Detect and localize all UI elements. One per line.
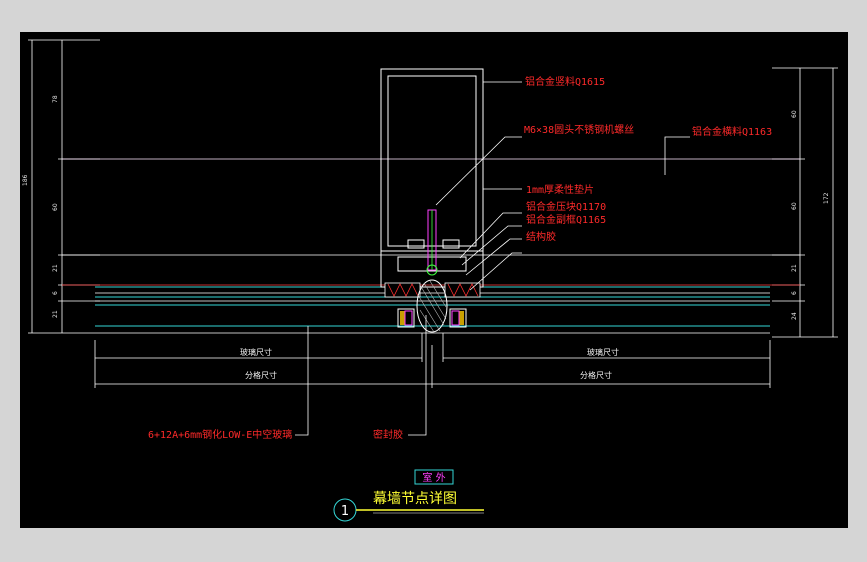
label-pressure-plate: 铝合金压块Q1170 [526, 200, 606, 213]
label-glass: 6+12A+6mm钢化LOW-E中空玻璃 [148, 428, 292, 441]
detail-number: 1 [341, 504, 349, 519]
leader-lines [295, 81, 690, 436]
dim-left-4: 6 [52, 291, 59, 295]
screw [426, 209, 438, 276]
dim-right-4: 6 [791, 291, 798, 295]
exterior-label: 室 外 [422, 471, 445, 484]
grid-size-right: 分格尺寸 [580, 370, 612, 380]
glass-size-left: 玻璃尺寸 [240, 347, 272, 357]
glass-panes [95, 286, 770, 334]
dim-right-total: 172 [823, 192, 830, 204]
drawing-title: 幕墙节点详图 [373, 491, 457, 507]
gasket-blocks [384, 282, 481, 298]
dim-left-total: 186 [22, 174, 29, 186]
dim-right-3: 21 [791, 264, 798, 272]
label-cover: 铝合金副框Q1165 [526, 213, 606, 226]
label-structural-glue: 结构胶 [526, 230, 556, 243]
width-dimensions [94, 333, 771, 388]
label-screw: M6×38圆头不锈钢机螺丝 [524, 123, 634, 136]
dim-left-2: 60 [52, 203, 59, 211]
dim-right-2: 60 [791, 202, 798, 210]
label-sealant: 密封胶 [373, 428, 403, 441]
label-mullion: 铝合金竖料Q1615 [525, 75, 605, 88]
dim-right-5: 24 [791, 312, 798, 320]
transom-lines [62, 158, 800, 302]
dim-right-1: 60 [791, 110, 798, 118]
sealant-joint [416, 279, 448, 333]
grid-size-left: 分格尺寸 [245, 370, 277, 380]
cad-drawing-canvas: 186 78 60 21 6 21 172 60 60 21 6 24 [20, 32, 848, 528]
dim-left-5: 21 [52, 310, 59, 318]
label-transom: 铝合金横料Q1163 [692, 125, 772, 138]
exterior-tag-box [414, 469, 454, 485]
dim-left-3: 21 [52, 264, 59, 272]
glass-size-right: 玻璃尺寸 [587, 347, 619, 357]
spacer-bars [397, 308, 467, 328]
dim-left-1: 78 [52, 95, 59, 103]
left-dimension-chain [28, 39, 100, 334]
label-pad: 1mm厚柔性垫片 [526, 183, 594, 196]
curtain-wall-detail-drawing: 186 78 60 21 6 21 172 60 60 21 6 24 [22, 39, 838, 522]
